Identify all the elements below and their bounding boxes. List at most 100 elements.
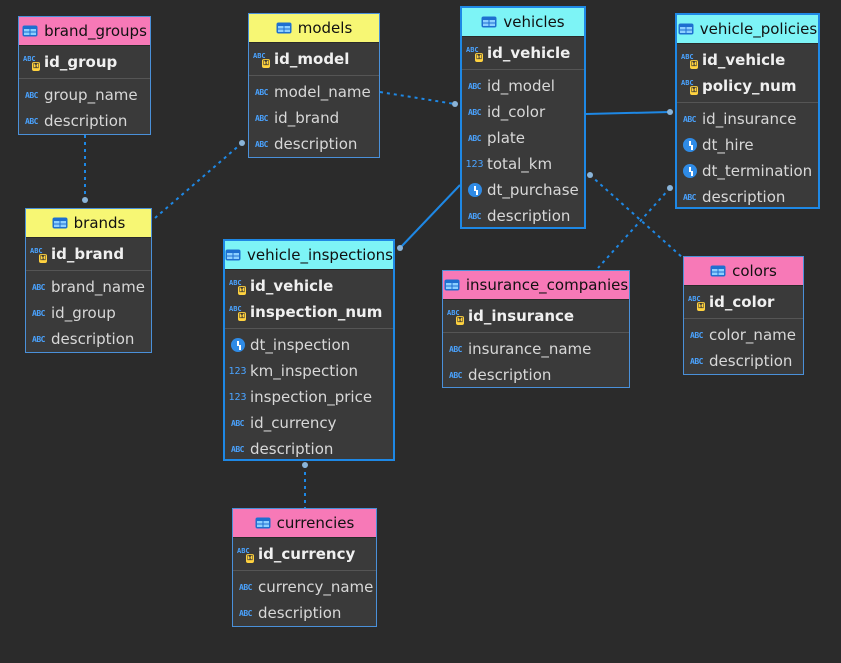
column-name: id_vehicle <box>487 44 571 62</box>
abc-icon: ABC <box>449 344 462 354</box>
entity-header[interactable]: insurance_companies <box>443 271 629 300</box>
column[interactable]: dt_purchase <box>462 177 584 203</box>
123-icon: 123 <box>228 365 247 377</box>
link-models-vehicles[interactable] <box>379 91 456 105</box>
column-name: group_name <box>44 86 138 104</box>
pk-column[interactable]: ABC⚿id_vehicle <box>462 40 584 66</box>
pk-column[interactable]: ABC⚿inspection_num <box>225 299 393 325</box>
123-icon: 123 <box>465 158 484 170</box>
clock-icon <box>681 138 698 152</box>
entity-header[interactable]: brand_groups <box>19 17 150 46</box>
entity-header[interactable]: models <box>249 14 379 43</box>
entity-vehicle_inspections[interactable]: vehicle_inspections ABC⚿id_vehicle ABC⚿i… <box>223 239 395 461</box>
link-policies-insurance[interactable] <box>597 187 671 269</box>
primary-key-icon: ABC⚿ <box>681 79 698 95</box>
pk-column[interactable]: ABC⚿id_model <box>249 46 379 72</box>
abc-icon: ABC <box>468 107 481 117</box>
column[interactable]: dt_hire <box>677 132 818 158</box>
entity-header[interactable]: vehicles <box>462 8 584 37</box>
primary-key-icon: ABC⚿ <box>237 547 254 563</box>
clock-icon <box>229 338 246 352</box>
column-name: model_name <box>274 83 371 101</box>
abc-icon: ABC <box>239 608 252 618</box>
column[interactable]: dt_inspection <box>225 332 393 358</box>
column-name: description <box>274 135 358 153</box>
entity-title: colors <box>732 262 777 280</box>
entity-header[interactable]: vehicle_policies <box>677 15 818 44</box>
abc-icon: ABC <box>255 139 268 149</box>
abc-icon: ABC <box>32 334 45 344</box>
pk-column[interactable]: ABC⚿id_brand <box>26 241 151 267</box>
column-name: dt_purchase <box>487 181 579 199</box>
entity-title: brands <box>73 214 126 232</box>
column-name: id_vehicle <box>250 277 334 295</box>
table-icon <box>710 265 726 277</box>
link-vehicles-inspections[interactable] <box>399 184 461 249</box>
table-icon <box>678 23 694 35</box>
abc-icon: ABC <box>231 418 244 428</box>
entity-insurance_companies[interactable]: insurance_companies ABC⚿id_insurance ABC… <box>442 270 630 388</box>
primary-key-icon: ABC⚿ <box>447 309 464 325</box>
entity-vehicle_policies[interactable]: vehicle_policies ABC⚿id_vehicle ABC⚿poli… <box>675 13 820 209</box>
pk-column[interactable]: ABC⚿id_insurance <box>443 303 629 329</box>
pk-column[interactable]: ABC⚿id_vehicle <box>225 273 393 299</box>
pk-column[interactable]: ABC⚿id_color <box>684 289 803 315</box>
column-name: id_model <box>274 50 350 68</box>
link-vehicles-policies[interactable] <box>585 111 671 115</box>
column-name: dt_hire <box>702 136 754 154</box>
pk-column[interactable]: ABC⚿policy_num <box>677 73 818 99</box>
column[interactable]: ABC description <box>249 131 379 157</box>
column-name: description <box>250 440 334 458</box>
column[interactable]: dt_termination <box>677 158 818 184</box>
table-icon <box>225 249 241 261</box>
abc-icon: ABC <box>683 192 696 202</box>
clock-icon <box>466 183 483 197</box>
entity-header[interactable]: currencies <box>233 509 376 538</box>
abc-icon: ABC <box>468 133 481 143</box>
entity-header[interactable]: vehicle_inspections <box>225 241 393 270</box>
link-brands-models[interactable] <box>154 142 243 219</box>
abc-icon: ABC <box>449 370 462 380</box>
table-icon <box>22 25 38 37</box>
pk-column[interactable]: ABC⚿id_group <box>19 49 150 75</box>
entity-header[interactable]: brands <box>26 209 151 238</box>
primary-key-icon: ABC⚿ <box>253 52 270 68</box>
pk-column[interactable]: ABC⚿id_vehicle <box>677 47 818 73</box>
pk-column[interactable]: ABC⚿id_currency <box>233 541 376 567</box>
column-name: id_brand <box>51 245 125 263</box>
entity-header[interactable]: colors <box>684 257 803 286</box>
column-name: dt_inspection <box>250 336 351 354</box>
entity-title: currencies <box>276 514 355 532</box>
table-icon <box>255 517 271 529</box>
